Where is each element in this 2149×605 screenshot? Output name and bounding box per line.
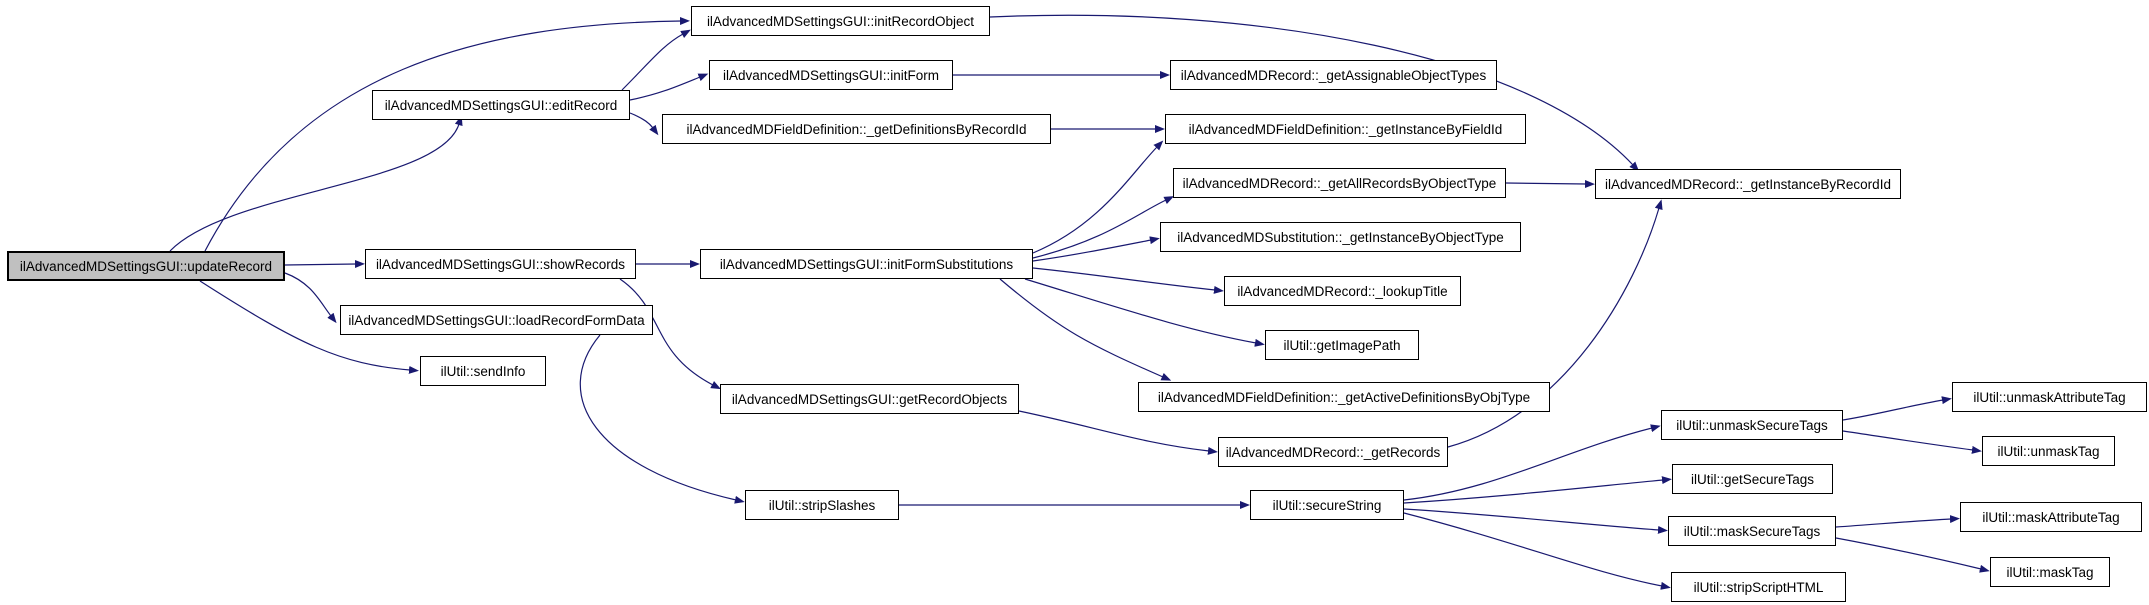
node-lookupTitle[interactable]: ilAdvancedMDRecord::_lookupTitle bbox=[1224, 276, 1461, 306]
edge-initFormSubstitutions-to-getInstanceByFieldId bbox=[1032, 140, 1164, 254]
edge-showRecords-to-getRecordObjects bbox=[619, 278, 721, 390]
edge-maskSecureTags-to-maskAttributeTag bbox=[1835, 515, 1960, 528]
node-getImagePath[interactable]: ilUtil::getImagePath bbox=[1265, 330, 1419, 360]
node-unmaskAttributeTag[interactable]: ilUtil::unmaskAttributeTag bbox=[1952, 382, 2147, 412]
node-getInstanceByRecordId[interactable]: ilAdvancedMDRecord::_getInstanceByRecord… bbox=[1595, 169, 1901, 199]
edge-secureString-to-maskSecureTags bbox=[1403, 508, 1668, 534]
edge-editRecord-to-initRecordObject bbox=[621, 29, 691, 91]
node-initForm[interactable]: ilAdvancedMDSettingsGUI::initForm bbox=[709, 60, 953, 90]
node-updateRecord: ilAdvancedMDSettingsGUI::updateRecord bbox=[7, 251, 285, 281]
edge-editRecord-to-initForm bbox=[629, 73, 709, 101]
edge-getRecordObjects-to-getRecords bbox=[1018, 410, 1218, 455]
node-getActiveDefinitionsByObjType[interactable]: ilAdvancedMDFieldDefinition::_getActiveD… bbox=[1138, 382, 1550, 412]
node-getAllRecordsByObjectType[interactable]: ilAdvancedMDRecord::_getAllRecordsByObje… bbox=[1173, 168, 1506, 198]
edge-initFormSubstitutions-to-substGetInstanceByObjectType bbox=[1032, 236, 1160, 262]
edge-initRecordObject-to-getInstanceByRecordId bbox=[989, 14, 1640, 172]
node-stripScriptHTML[interactable]: ilUtil::stripScriptHTML bbox=[1671, 572, 1846, 602]
node-unmaskSecureTags[interactable]: ilUtil::unmaskSecureTags bbox=[1661, 410, 1843, 440]
edge-secureString-to-stripScriptHTML bbox=[1403, 512, 1671, 590]
edge-unmaskSecureTags-to-unmaskAttributeTag bbox=[1842, 396, 1952, 421]
edge-initFormSubstitutions-to-lookupTitle bbox=[1032, 267, 1224, 294]
edge-editRecord-to-getDefinitionsByRecordId bbox=[629, 112, 659, 136]
node-loadRecordFormData[interactable]: ilAdvancedMDSettingsGUI::loadRecordFormD… bbox=[340, 305, 653, 335]
edge-updateRecord-to-loadRecordFormData bbox=[284, 272, 337, 324]
edge-initFormSubstitutions-to-getActiveDefinitionsByObjType bbox=[999, 278, 1172, 381]
edge-updateRecord-to-editRecord bbox=[169, 115, 463, 252]
node-getRecords[interactable]: ilAdvancedMDRecord::_getRecords bbox=[1218, 437, 1448, 467]
edge-secureString-to-getSecureTags bbox=[1403, 476, 1672, 504]
node-getAssignableObjectTypes[interactable]: ilAdvancedMDRecord::_getAssignableObject… bbox=[1170, 60, 1497, 90]
node-initFormSubstitutions[interactable]: ilAdvancedMDSettingsGUI::initFormSubstit… bbox=[700, 249, 1033, 279]
node-maskSecureTags[interactable]: ilUtil::maskSecureTags bbox=[1668, 516, 1836, 546]
node-stripSlashes[interactable]: ilUtil::stripSlashes bbox=[745, 490, 899, 520]
edge-getAllRecordsByObjectType-to-getInstanceByRecordId bbox=[1505, 179, 1595, 188]
edge-initFormSubstitutions-to-getAllRecordsByObjectType bbox=[1032, 196, 1175, 259]
edge-unmaskSecureTags-to-unmaskTag bbox=[1842, 430, 1982, 454]
node-getRecordObjects[interactable]: ilAdvancedMDSettingsGUI::getRecordObject… bbox=[720, 384, 1019, 414]
edge-updateRecord-to-showRecords bbox=[284, 260, 365, 269]
node-getSecureTags[interactable]: ilUtil::getSecureTags bbox=[1672, 464, 1833, 494]
edge-updateRecord-to-sendInfo bbox=[199, 280, 419, 374]
node-initRecordObject[interactable]: ilAdvancedMDSettingsGUI::initRecordObjec… bbox=[691, 6, 990, 36]
node-maskAttributeTag[interactable]: ilUtil::maskAttributeTag bbox=[1960, 502, 2142, 532]
edge-secureString-to-unmaskSecureTags bbox=[1403, 424, 1661, 501]
edge-updateRecord-to-initRecordObject bbox=[204, 17, 690, 252]
edge-initFormSubstitutions-to-getImagePath bbox=[1024, 278, 1265, 347]
node-sendInfo[interactable]: ilUtil::sendInfo bbox=[420, 356, 546, 386]
node-showRecords[interactable]: ilAdvancedMDSettingsGUI::showRecords bbox=[365, 249, 636, 279]
node-unmaskTag[interactable]: ilUtil::unmaskTag bbox=[1982, 436, 2115, 466]
node-substGetInstanceByObjectType[interactable]: ilAdvancedMDSubstitution::_getInstanceBy… bbox=[1160, 222, 1521, 252]
node-secureString[interactable]: ilUtil::secureString bbox=[1250, 490, 1404, 520]
node-maskTag[interactable]: ilUtil::maskTag bbox=[1990, 557, 2110, 587]
edge-maskSecureTags-to-maskTag bbox=[1835, 537, 1990, 573]
node-getInstanceByFieldId[interactable]: ilAdvancedMDFieldDefinition::_getInstanc… bbox=[1165, 114, 1526, 144]
edge-loadRecordFormData-to-stripSlashes bbox=[579, 334, 745, 504]
node-getDefinitionsByRecordId[interactable]: ilAdvancedMDFieldDefinition::_getDefinit… bbox=[662, 114, 1051, 144]
edge-getRecords-to-getInstanceByRecordId bbox=[1447, 199, 1663, 448]
node-editRecord[interactable]: ilAdvancedMDSettingsGUI::editRecord bbox=[372, 90, 630, 120]
